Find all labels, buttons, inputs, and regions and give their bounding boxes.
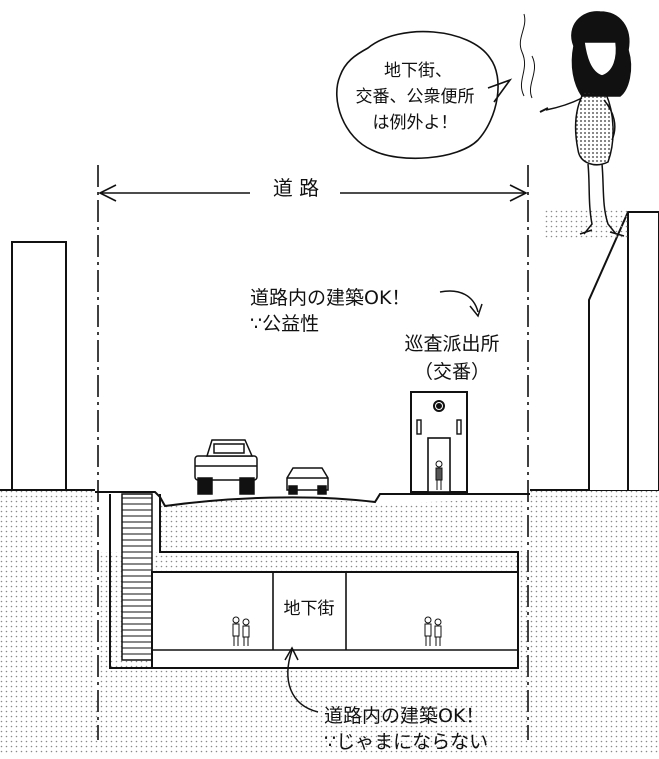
annotation-bottom-line1: 道路内の建築OK！ (324, 705, 484, 727)
speech-bubble (336, 30, 513, 160)
speech-line-1: 地下街、 (384, 61, 452, 81)
koban-label-line1: 巡査派出所 (404, 333, 499, 355)
underground-mall-structure (109, 494, 519, 669)
underground-mall-label: 地下街 (284, 599, 335, 619)
arrow-to-mall (287, 649, 319, 713)
police-officer-icon (435, 460, 443, 490)
speech-line-2: 交番、公衆便所 (356, 87, 475, 107)
soil-under-road (160, 498, 525, 552)
underground-stairs (121, 493, 153, 661)
annotation-public-line1: 道路内の建築OK！ (250, 287, 410, 309)
truck-icon (194, 439, 258, 495)
speech-line-3: は例外よ！ (373, 113, 458, 133)
car-icon (286, 467, 329, 495)
road-surface (95, 491, 530, 508)
pedestrian-icon (232, 616, 442, 646)
left-building (11, 241, 67, 491)
right-building (588, 211, 659, 490)
arrow-to-koban (439, 290, 479, 313)
annotation-public-line2: ∵公益性 (250, 313, 319, 335)
soil-ground (0, 490, 659, 755)
road-label: 道 路 (273, 176, 319, 200)
smoke-icon (519, 13, 536, 99)
koban-label-line2: （交番） (414, 361, 490, 383)
annotation-bottom-line2: ∵じゃまにならない (324, 731, 488, 753)
woman-character-icon (539, 11, 632, 237)
